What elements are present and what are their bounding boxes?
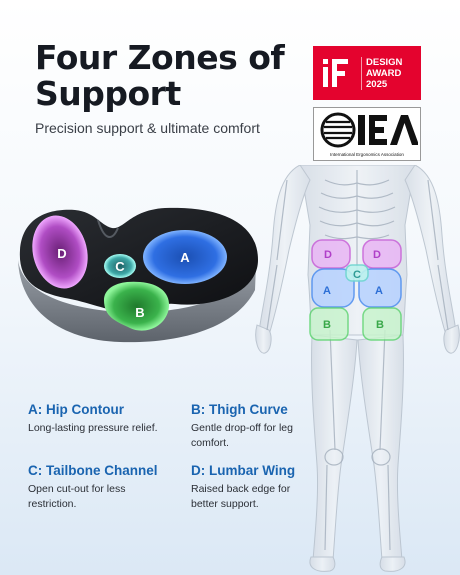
feature-desc: Long-lasting pressure relief.	[28, 422, 158, 434]
feature-title: A: Hip Contour	[28, 402, 124, 417]
body-label-a-left: A	[323, 285, 331, 297]
feature-lumbar-wing: D: Lumbar Wing Raised back edge for bett…	[191, 463, 306, 512]
cushion-label-b: B	[135, 305, 144, 320]
page-title: Four Zones of Support	[35, 38, 285, 113]
cushion-label-c: C	[115, 259, 125, 274]
feature-hip-contour: A: Hip Contour Long-lasting pressure rel…	[28, 402, 178, 436]
body-label-d-right: D	[373, 249, 381, 261]
body-label-d-left: D	[324, 249, 332, 261]
feature-desc: Raised back edge for better support.	[191, 483, 291, 510]
iea-badge: International Ergonomics Association	[313, 107, 421, 161]
body-zone-a-left	[311, 268, 355, 308]
body-label-b-right: B	[376, 319, 384, 331]
body-zone-c	[345, 264, 369, 282]
page-subtitle: Precision support & ultimate comfort	[35, 120, 260, 136]
zone-d-highlight	[32, 215, 88, 289]
if-award-line2: AWARD	[366, 67, 402, 79]
if-award-text: DESIGN AWARD 2025	[361, 56, 403, 90]
cushion-label-a: A	[180, 250, 190, 265]
body-label-a-right: A	[375, 285, 383, 297]
iea-logo-icon	[320, 112, 418, 148]
feature-tailbone-channel: C: Tailbone Channel Open cut-out for les…	[28, 463, 158, 512]
body-zone-a-right	[358, 268, 402, 308]
body-label-b-left: B	[323, 319, 331, 331]
if-design-award-badge: DESIGN AWARD 2025	[313, 46, 421, 100]
zone-b-highlight	[104, 281, 170, 331]
body-zone-d-left	[311, 239, 351, 269]
feature-desc: Open cut-out for less restriction.	[28, 483, 126, 510]
if-award-year: 2025	[366, 78, 388, 90]
feature-thigh-curve: B: Thigh Curve Gentle drop-off for leg c…	[191, 402, 301, 451]
zone-c-highlight	[104, 254, 136, 278]
body-skeleton-illustration: D D C A A B B	[255, 165, 460, 572]
body-zone-b-left	[309, 307, 349, 341]
body-zone-d-right	[362, 239, 402, 269]
feature-title: D: Lumbar Wing	[191, 463, 296, 478]
cushion-illustration: D A C B	[18, 207, 258, 343]
body-zone-b-right	[362, 307, 402, 341]
feature-title: C: Tailbone Channel	[28, 463, 158, 478]
zone-a-highlight	[143, 230, 227, 284]
if-award-line1: DESIGN	[366, 56, 403, 68]
if-logo-icon	[323, 59, 348, 87]
cushion-label-d: D	[57, 246, 66, 261]
feature-title: B: Thigh Curve	[191, 402, 288, 417]
feature-desc: Gentle drop-off for leg comfort.	[191, 422, 293, 449]
body-label-c: C	[353, 269, 361, 281]
iea-org-name: International Ergonomics Association	[330, 152, 404, 157]
